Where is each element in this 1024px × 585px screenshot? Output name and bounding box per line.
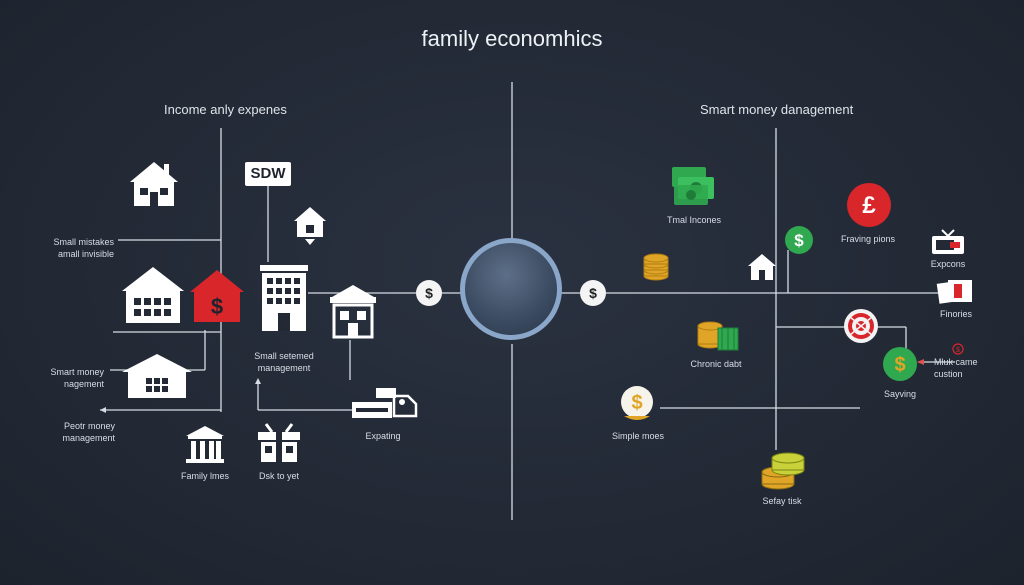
dollar-bag-icon: $ <box>621 386 653 420</box>
label-fraving-pions: Fraving pions <box>840 234 896 244</box>
dollar-badge-icon: $ <box>883 347 917 381</box>
home-icon <box>748 254 776 280</box>
tv-icon <box>932 229 964 254</box>
money-bills-icon <box>672 167 714 205</box>
shop-building-icon <box>330 285 376 339</box>
target-icon <box>844 309 878 343</box>
label-expcons: Expcons <box>930 259 966 269</box>
bank-icon <box>186 426 224 463</box>
small-dollar-badge-icon: $ <box>952 343 964 355</box>
gift-icon <box>258 423 300 462</box>
label-sefay-tisk: Sefay tisk <box>762 496 802 506</box>
left-section-heading: Income anly expenes <box>164 102 287 117</box>
svg-text:$: $ <box>894 354 905 376</box>
truck-icon <box>352 388 418 418</box>
svg-text:£: £ <box>862 192 876 219</box>
dollar-coin-right: $ <box>580 280 606 306</box>
label-sayving: Sayving <box>883 389 917 399</box>
label-desk-to-yet: Dsk to yet <box>258 471 299 481</box>
central-hub-circle <box>460 238 562 340</box>
label-family-lines: Family lmes <box>180 471 229 481</box>
office-building-icon <box>260 265 308 331</box>
gold-bars-icon <box>761 452 805 490</box>
house-icon <box>130 162 178 206</box>
right-section-heading: Smart money danagement <box>700 102 854 117</box>
page-title: family economhics <box>421 26 603 51</box>
small-house-icon <box>294 207 326 245</box>
svg-text:$: $ <box>956 347 960 354</box>
svg-text:$: $ <box>631 392 642 414</box>
svg-text:$: $ <box>794 231 804 250</box>
coins-green-stack-icon <box>697 321 739 351</box>
green-dollar-badge-icon: $ <box>785 226 813 254</box>
bank-house-icon <box>122 267 184 323</box>
pound-badge-icon: £ <box>847 183 891 227</box>
svg-text:$: $ <box>211 294 223 319</box>
dollar-coin-left: $ <box>416 280 442 306</box>
label-chronic-debt: Chronic dabt <box>690 359 742 369</box>
red-dollar-house-icon: $ <box>190 270 244 322</box>
label-expating: Expating <box>365 431 401 441</box>
label-finories: Finories <box>939 309 972 319</box>
label-tmal-incomes: Tmal Incones <box>666 215 722 225</box>
long-house-icon <box>122 354 192 398</box>
documents-icon <box>936 280 972 304</box>
gold-coin-stack-icon <box>643 253 669 281</box>
sdw-sign: SDW <box>245 162 291 186</box>
label-simple-moes: Simple moes <box>611 431 665 441</box>
